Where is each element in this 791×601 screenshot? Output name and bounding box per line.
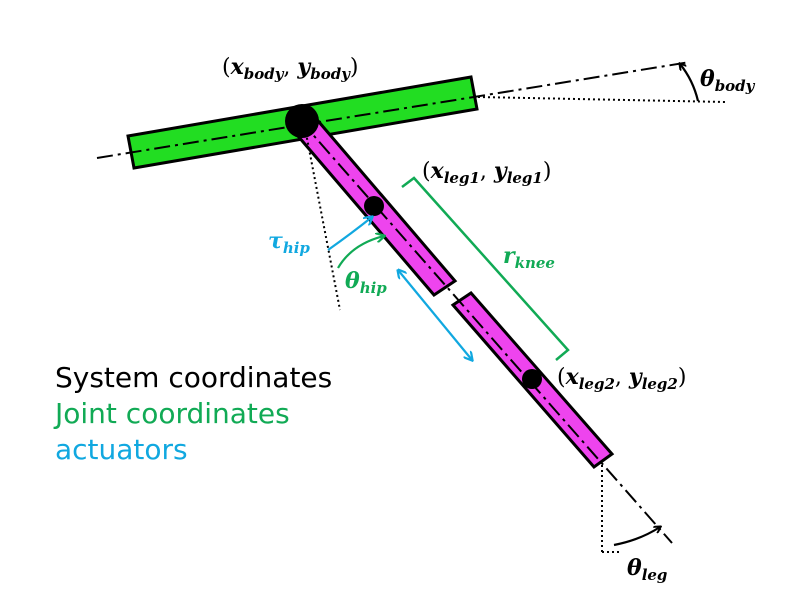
r-knee-bracket (401, 176, 570, 361)
leg-axis (299, 119, 673, 544)
body-axis (96, 61, 691, 159)
body-joint (285, 104, 319, 138)
r-knee-label: rknee (503, 243, 555, 272)
hip-reference-line (304, 127, 341, 311)
theta-leg-label: θleg (627, 555, 667, 584)
body-position-label: (xbody, ybody) (222, 54, 359, 83)
legend-actuators: actuators (55, 433, 188, 466)
tau-hip-arc (327, 217, 372, 251)
leg2-point (522, 369, 542, 389)
leg1-point (364, 196, 384, 216)
theta-body-label: θbody (700, 66, 756, 95)
legend-system-coordinates: System coordinates (55, 361, 333, 394)
theta-hip-label: θhip (345, 268, 387, 297)
leg2-position-label: (xleg2, yleg2) (557, 364, 686, 393)
knee-actuator-arrow (398, 270, 472, 360)
theta-leg-arc (613, 527, 660, 547)
legend-joint-coordinates: Joint coordinates (55, 397, 290, 430)
tau-hip-label: τhip (268, 228, 310, 257)
theta-body-arc (680, 64, 700, 102)
theta-hip-arc (337, 236, 384, 269)
leg1-position-label: (xleg1, yleg1) (422, 158, 551, 187)
body-reference-line (477, 96, 726, 103)
